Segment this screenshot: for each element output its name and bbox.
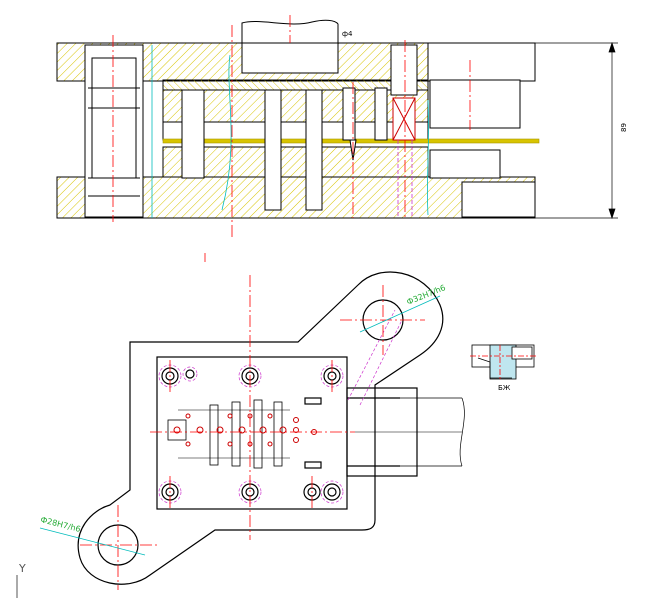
front-section-view: 89 ф4 bbox=[56, 15, 628, 262]
height-dimension-text: 89 bbox=[620, 123, 628, 132]
spring-pin bbox=[390, 44, 418, 96]
plan-view: Ф32H7/h6 Ф28H7/h6 bbox=[40, 271, 465, 590]
height-dimension bbox=[535, 41, 618, 220]
pierce-holes bbox=[173, 413, 317, 447]
punch-label: ф4 bbox=[342, 30, 353, 38]
center-lines-plan bbox=[80, 275, 425, 590]
punches bbox=[181, 87, 388, 211]
ucs-icon: Y bbox=[16, 562, 26, 598]
detail-view: БЖ bbox=[470, 344, 536, 392]
punch-holder bbox=[162, 79, 429, 91]
detail-label: БЖ bbox=[498, 384, 511, 392]
guide-post-right bbox=[427, 42, 536, 82]
strip-layout bbox=[167, 399, 290, 469]
center-lines-front bbox=[112, 15, 471, 238]
hidden-lines-front bbox=[397, 140, 413, 218]
fit-label-lower: Ф28H7/h6 bbox=[40, 515, 82, 534]
ucs-y-label: Y bbox=[18, 562, 26, 575]
